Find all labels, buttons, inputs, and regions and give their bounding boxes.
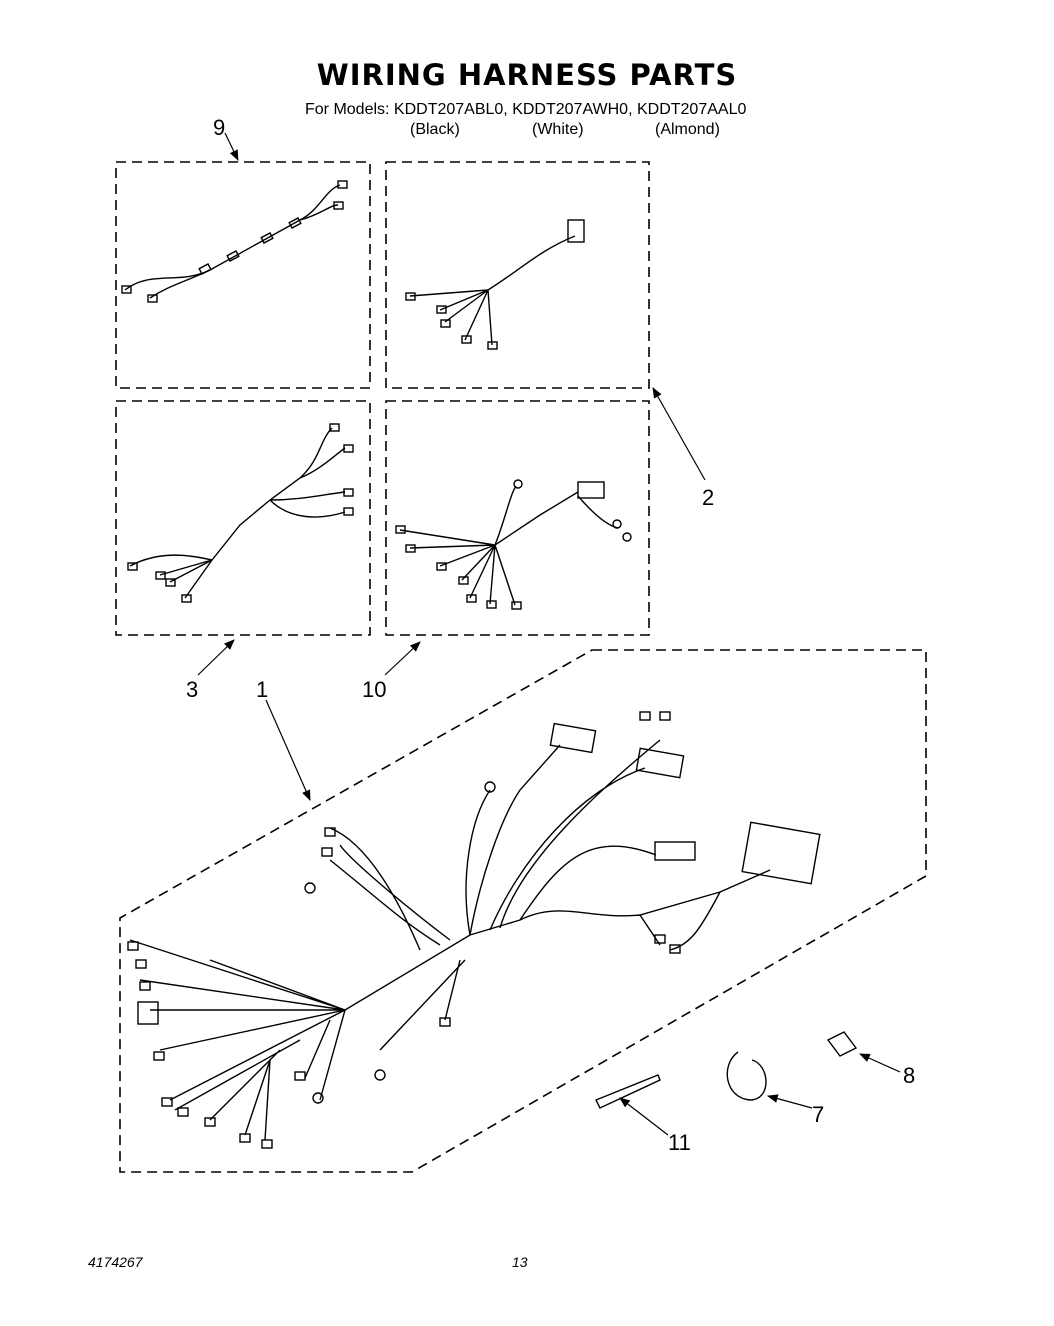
part-7-ring bbox=[726, 1051, 767, 1101]
color-white: (White) bbox=[532, 121, 584, 138]
callout-7: 7 bbox=[812, 1102, 824, 1127]
callout-3: 3 bbox=[186, 677, 198, 702]
arrow-3 bbox=[197, 639, 235, 676]
arrow-2 bbox=[652, 387, 706, 481]
harness-part-3 bbox=[127, 423, 354, 603]
callout-8: 8 bbox=[903, 1063, 915, 1088]
box-part-3 bbox=[115, 400, 371, 636]
page-title: WIRING HARNESS PARTS bbox=[316, 58, 738, 92]
harness-part-2 bbox=[405, 219, 585, 350]
arrow-1 bbox=[265, 699, 311, 801]
box-part-2 bbox=[385, 161, 650, 389]
models-line: For Models: KDDT207ABL0, KDDT207AWH0, KD… bbox=[305, 101, 747, 118]
arrow-7 bbox=[766, 1094, 813, 1109]
harness-part-1 bbox=[127, 711, 821, 1149]
callout-2: 2 bbox=[702, 485, 714, 510]
arrow-10 bbox=[384, 641, 421, 676]
doc-number: 4174267 bbox=[88, 1254, 143, 1270]
part-11-tie bbox=[595, 1074, 661, 1109]
arrow-8 bbox=[859, 1053, 901, 1073]
callout-1: 1 bbox=[256, 677, 268, 702]
box-part-10 bbox=[385, 400, 650, 636]
color-black: (Black) bbox=[410, 121, 460, 138]
box-part-9 bbox=[115, 161, 371, 389]
part-8-clip bbox=[826, 1031, 858, 1057]
callout-9: 9 bbox=[213, 115, 225, 140]
harness-part-9 bbox=[121, 180, 348, 303]
arrow-11 bbox=[619, 1097, 669, 1136]
callout-10: 10 bbox=[362, 677, 386, 702]
color-almond: (Almond) bbox=[655, 121, 720, 138]
box-part-1 bbox=[119, 649, 927, 1173]
arrow-9 bbox=[224, 132, 239, 161]
harness-part-10 bbox=[395, 479, 632, 610]
page-number: 13 bbox=[512, 1254, 528, 1270]
callout-11: 11 bbox=[668, 1130, 691, 1155]
